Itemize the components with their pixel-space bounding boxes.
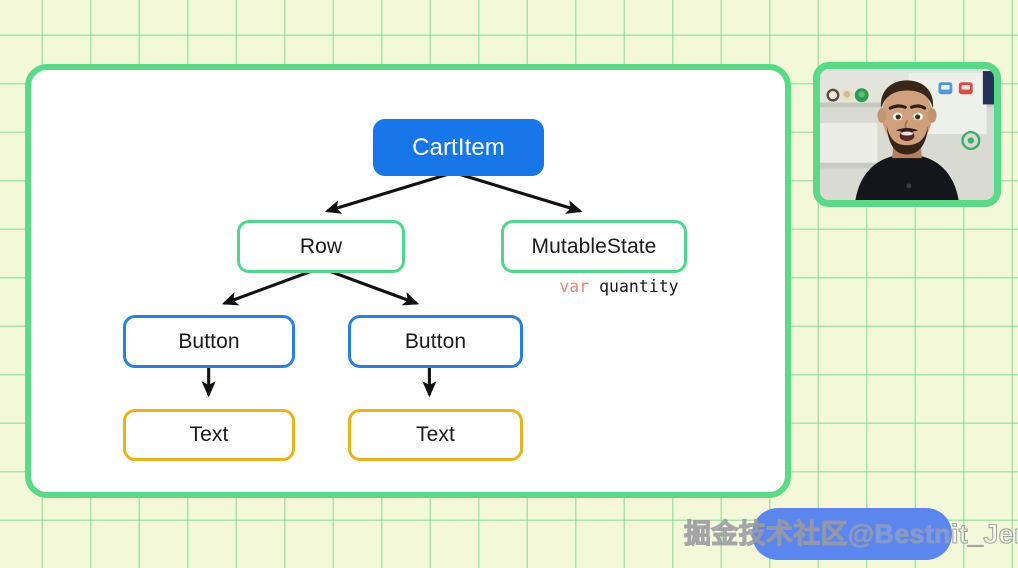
node-text-right-label: Text <box>416 423 455 446</box>
node-text-left-label: Text <box>189 423 229 446</box>
node-button-right-label: Button <box>404 329 467 353</box>
node-button-left-label: Button <box>178 329 240 353</box>
node-button-right[interactable]: Button <box>348 315 523 368</box>
node-cartitem[interactable]: CartItem <box>373 119 544 176</box>
watermark-text: 掘金技术社区@Bestnit_Jerry <box>683 518 1018 549</box>
keyword-var: var <box>559 277 590 296</box>
node-text-right[interactable]: Text <box>348 409 523 461</box>
node-button-left[interactable]: Button <box>123 315 295 368</box>
identifier-quantity: quantity <box>599 277 679 296</box>
edge-row-button-right <box>323 267 420 306</box>
node-row-label: Row <box>299 234 343 258</box>
node-cartitem-label: CartItem <box>412 133 505 161</box>
edge-row-button-left <box>221 267 318 306</box>
whiteboard-panel: CartItem Row MutableState var quantity B… <box>25 64 791 498</box>
mutablestate-quantity-caption: var quantity <box>526 277 712 296</box>
edge-cartitem-row <box>324 172 450 214</box>
node-row[interactable]: Row <box>237 220 405 273</box>
webcam-video-frame <box>820 69 994 200</box>
presenter-webcam[interactable] <box>813 62 1001 207</box>
node-mutablestate-label: MutableState <box>531 234 657 258</box>
node-mutablestate[interactable]: MutableState <box>501 220 687 273</box>
edge-cartitem-mutablestate <box>458 172 583 214</box>
node-text-left[interactable]: Text <box>123 409 295 461</box>
watermark-pill <box>752 508 952 560</box>
